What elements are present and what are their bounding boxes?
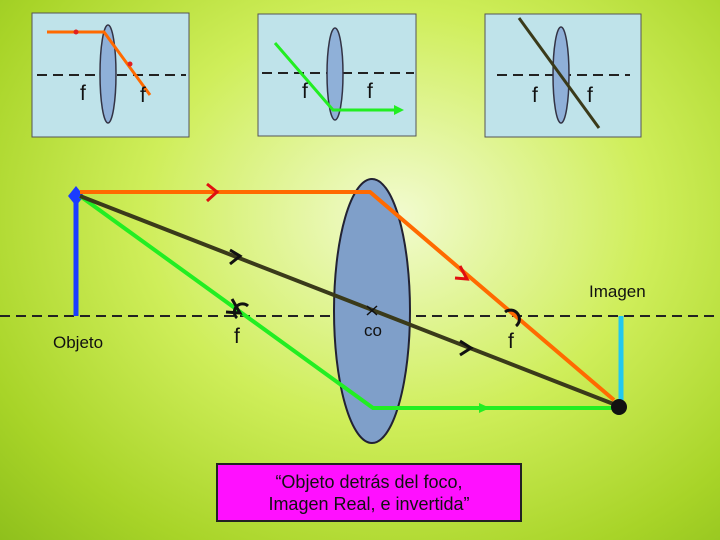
ray-focus xyxy=(78,194,614,410)
caption-line-1: “Objeto detrás del foco, xyxy=(275,472,463,492)
image-arrow-tip xyxy=(611,399,627,415)
ray-focus-arrowhead xyxy=(225,298,243,315)
ray-center xyxy=(79,194,617,407)
panel-2-focal-label-left: f xyxy=(302,80,308,103)
panel-1-ray xyxy=(47,30,152,96)
panel-focus-ray xyxy=(257,13,417,137)
panel-3-focal-label-left: f xyxy=(532,84,538,107)
focal-label-right: f xyxy=(508,330,514,353)
panel-2-ray xyxy=(273,42,396,112)
focal-point-left xyxy=(232,302,250,320)
panel-parallel-ray xyxy=(31,12,190,138)
object-label: Objeto xyxy=(53,333,104,352)
ray-center-arrowhead xyxy=(459,339,474,357)
panel-1-lens xyxy=(99,24,117,124)
panel-2-focal-label-right: f xyxy=(367,80,373,103)
caption-line-2: Imagen Real, e invertida” xyxy=(268,494,470,514)
panel-center-ray xyxy=(484,13,642,138)
caption-box: “Objeto detrás del foco, Imagen Real, e … xyxy=(216,463,522,522)
ray-parallel-arrowhead xyxy=(454,265,470,281)
ray-focus-arrowhead xyxy=(479,403,490,413)
image-label: Imagen xyxy=(589,282,646,301)
panel-2-lens xyxy=(326,27,344,121)
panel-3-focal-label-right: f xyxy=(587,84,593,107)
panel-1-focal-label-right: f xyxy=(140,84,146,107)
ray-parallel-arrowhead xyxy=(205,182,220,203)
panel-1-focal-label-left: f xyxy=(80,82,86,105)
ray-center-arrowhead xyxy=(229,248,243,266)
focal-label-left: f xyxy=(234,325,240,348)
panel-1-ray-dot xyxy=(127,61,133,67)
focal-point-right xyxy=(504,308,521,328)
panel-3-ray xyxy=(517,17,601,129)
center-mark xyxy=(366,305,378,316)
panel-1-ray-dot xyxy=(73,29,79,35)
panel-2-ray-arrowhead xyxy=(394,105,404,115)
ray-parallel xyxy=(80,190,616,402)
optical-center-label: co xyxy=(364,321,382,340)
